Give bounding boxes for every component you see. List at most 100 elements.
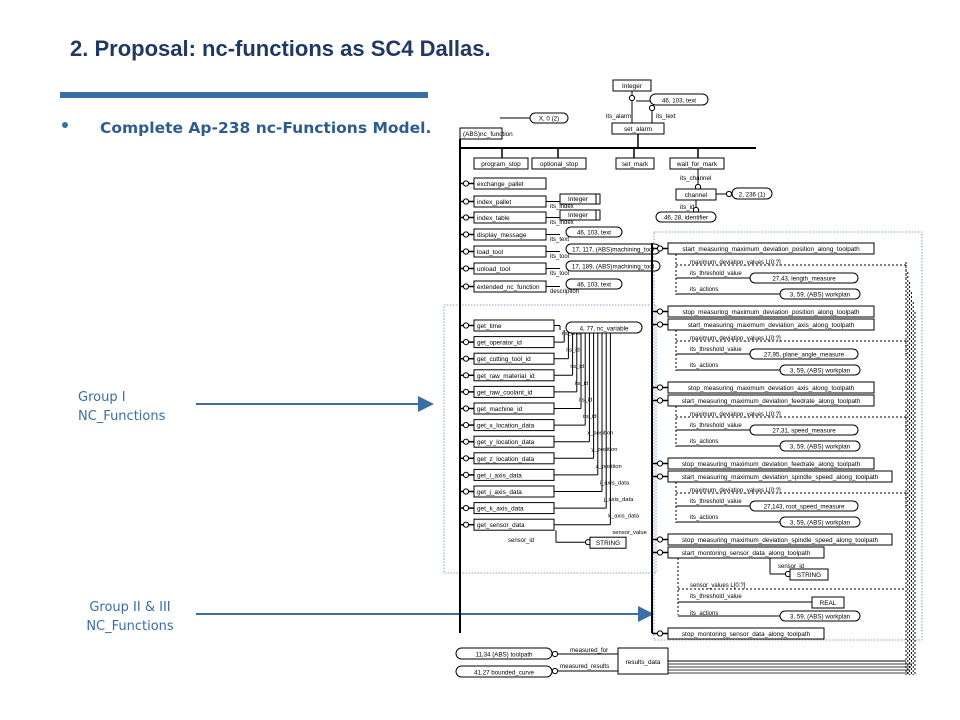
optional-stop-box <box>531 157 587 170</box>
group-2-5-label: stop_measuring_maximum_deviation_feedrat… <box>682 461 861 468</box>
relation-end-circle <box>462 405 470 412</box>
relation-end-circle <box>725 190 733 198</box>
group-1-get-z-location-data-label: get_z_location_data <box>477 456 535 463</box>
relation-end-circle <box>656 549 664 556</box>
group-1-get-raw-material-id-label: get_raw_material_id <box>477 373 535 380</box>
group-2-label-line-2: NC_Functions <box>86 619 174 634</box>
relation-end-circle <box>462 422 470 429</box>
threshold-label: its_threshold_value <box>690 423 742 429</box>
channel-ref-pill <box>731 187 773 200</box>
group-1-label-line-2: NC_Functions <box>78 409 166 424</box>
group-1-get-time-label: get_time <box>477 323 502 330</box>
relation-end-circle <box>462 388 470 395</box>
threshold-label: its_threshold_value <box>690 271 742 277</box>
toolpath-ref-label: 11,34 (ABS) toolpath <box>476 652 534 659</box>
relation-end-circle <box>656 384 664 391</box>
sensor-values-label: sensor_values L[0:?] <box>690 583 746 589</box>
group-2-7-box <box>667 533 893 546</box>
attr-its-time: its_time <box>562 331 582 337</box>
set-mark-box <box>615 157 655 170</box>
group-1-load-tool-label: load_tool <box>477 249 503 256</box>
deviation-values-label: maximum_deviation_values L[0:?] <box>690 260 781 266</box>
nc-variable-pill <box>565 321 643 334</box>
attr-its-index: its_index <box>550 220 574 226</box>
slide-title: 2. Proposal: nc-functions as SC4 Dallas. <box>70 36 491 61</box>
group-1-extended-nc-function-label: extended_nc_function <box>477 284 540 291</box>
relation-end-circle <box>462 339 470 346</box>
measure-label: 27,95, plane_angle_measure <box>764 352 845 359</box>
relation-end-circle <box>462 505 470 512</box>
group-1-get-cutting-tool-id-label: get_cutting_tool_id <box>477 356 531 363</box>
relation-end-circle <box>462 198 470 205</box>
bounded-curve-ref-label: 41,27 bounded_curve <box>474 670 534 677</box>
relation-end-circle <box>462 180 470 187</box>
attr-j-axis-data: j_axis_data <box>603 497 634 503</box>
relation-end-circle <box>462 322 470 329</box>
workplan-label: 3, 59, (ABS) workplan <box>790 368 851 375</box>
target-5-label: 17, 189, (ABS)machining_tool <box>572 264 654 271</box>
relation-end-circle <box>551 667 559 675</box>
monitor-sensor-id-label: sensor_id <box>778 564 804 570</box>
group-2-3-box <box>667 381 875 394</box>
nc-function-box <box>459 127 503 140</box>
attr-i-axis-data: i_axis_data <box>600 480 630 486</box>
workplan-label: 3, 59, (ABS) workplan <box>790 520 851 527</box>
set-alarm-label: set_alarm <box>624 126 652 133</box>
group-1-unload-tool-label: unload_tool <box>477 266 510 273</box>
relation-end-circle <box>462 488 470 495</box>
deviation-values-label: maximum_deviation_values L[0:?] <box>690 336 781 342</box>
group-1-get-machine-id-label: get_machine_id <box>477 406 523 413</box>
relation-end-circle <box>656 321 664 328</box>
bullet-text: Complete Ap-238 nc-Functions Model. <box>100 119 432 137</box>
group-2-6-box <box>667 470 893 483</box>
group-1-get-y-location-data-label: get_y_location_data <box>477 439 535 446</box>
group-1-index-pallet-label: index_pallet <box>477 199 511 206</box>
attr-z-position: z_position <box>596 464 622 470</box>
target-3-pill <box>565 226 623 238</box>
group-2-3-label: stop_measuring_maximum_deviation_axis_al… <box>688 385 855 392</box>
group-2-4-box <box>667 394 875 407</box>
integer-target-shadow <box>595 209 601 221</box>
relation-end-circle <box>462 214 470 221</box>
group-2-6-label: start_measuring_maximum_deviation_spindl… <box>682 474 879 481</box>
relation-end-circle <box>656 536 664 543</box>
relation-end-circle <box>462 471 470 478</box>
group-1-get-operator-id-label: get_operator_id <box>477 340 522 347</box>
integer-target-label: Integer <box>568 212 589 219</box>
target-4-label: 17, 117, (ABS)machining_tool <box>572 247 654 254</box>
monitor-threshold-label: its_threshold_value <box>690 594 742 600</box>
attr-its-tool: its_tool <box>550 271 569 277</box>
string-g2-box <box>789 568 829 581</box>
group-2-7-label: stop_measuring_maximum_deviation_spindle… <box>682 537 879 544</box>
group-1-region <box>443 304 657 574</box>
title-underline <box>60 92 428 98</box>
target-6-pill <box>565 278 623 290</box>
group-1-label-line-1: Group I <box>78 390 126 405</box>
group-1-index-table-label: index_table <box>477 215 510 222</box>
relation-end-circle <box>462 455 470 462</box>
wait-for-mark-box <box>669 157 725 170</box>
its-id-label: its_id <box>680 204 695 211</box>
workplan-label: 3, 59, (ABS) workplan <box>790 292 851 299</box>
its-actions-label: its_actions <box>690 439 718 445</box>
start-monitoring-box <box>667 546 825 559</box>
group-2-1-label: stop_measuring_maximum_deviation_positio… <box>683 309 860 316</box>
group-2-label: Group II & III NC_Functions <box>72 598 188 636</box>
channel-label: channel <box>685 192 707 199</box>
identifier-ref-pill <box>655 211 717 223</box>
group-2-4-label: start_measuring_maximum_deviation_feedra… <box>682 398 861 405</box>
group-2-2-label: start_measuring_maximum_deviation_axis_a… <box>688 322 855 329</box>
attr-k-axis-data: k_axis_data <box>608 514 640 520</box>
group-1-label: Group I NC_Functions <box>78 388 165 426</box>
attr-its-text: its_text <box>550 237 569 243</box>
relation-end-circle <box>462 438 470 445</box>
integer-target-label: Integer <box>568 196 589 203</box>
nc-variable-label: 4, 77, nc_variable <box>580 326 629 333</box>
relation-end-circle <box>656 397 664 404</box>
target-6-label: 46, 103, text <box>577 282 611 289</box>
group-2-label-line-1: Group II & III <box>89 600 171 615</box>
group-1-get-i-axis-data-label: get_i_axis_data <box>477 472 522 479</box>
relation-end-circle <box>462 231 470 238</box>
real-type-box <box>811 596 845 609</box>
